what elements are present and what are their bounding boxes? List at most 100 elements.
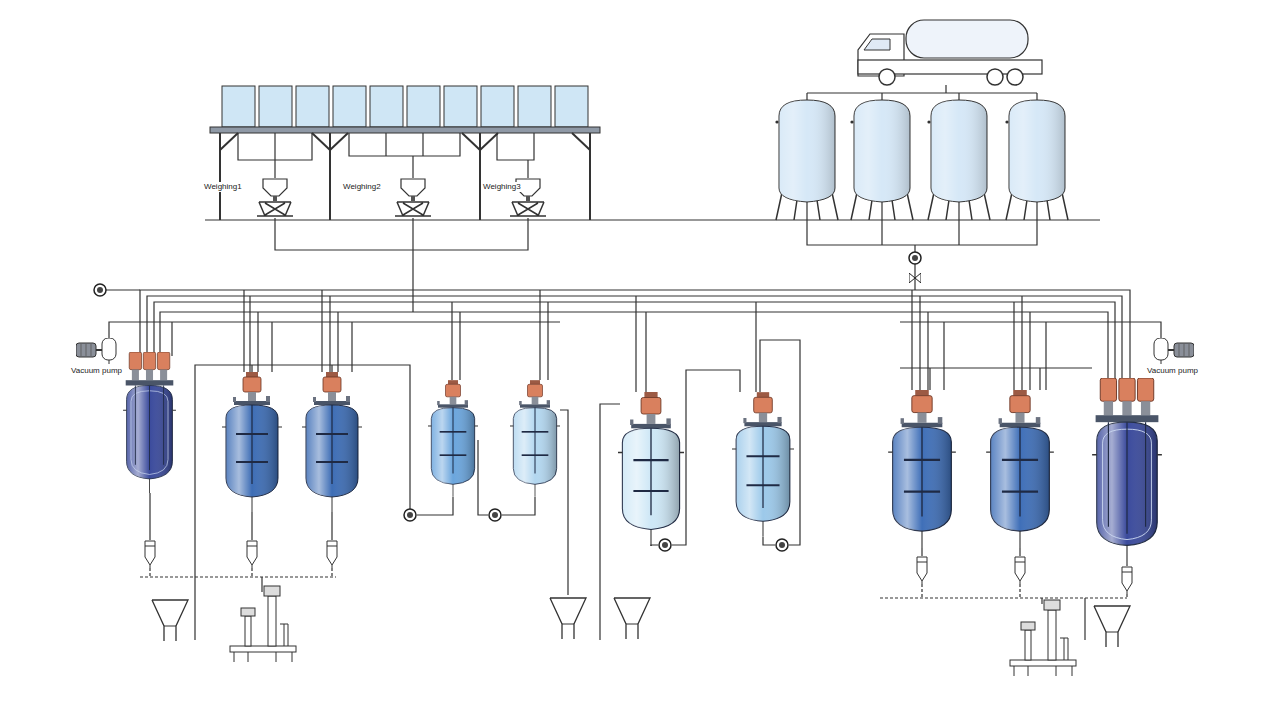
storage-tank: [927, 100, 990, 220]
equipment-label: Weighing1: [203, 182, 243, 192]
header-pipes: [1014, 296, 1030, 390]
vacuum-pump-symbol: [76, 338, 1194, 364]
storage-rack: [333, 86, 366, 127]
outlet-filter: [1122, 567, 1132, 594]
process-pipes: [195, 365, 410, 640]
tank-pipes: [807, 85, 1037, 290]
pump-symbol: [404, 509, 788, 551]
tanker-truck: [987, 69, 1003, 85]
header-pipes: [452, 302, 460, 380]
outlet-filter: [917, 557, 927, 584]
equipment-label: Weighing2: [342, 182, 382, 192]
outlet-filter: [145, 541, 155, 568]
tanker-truck: [864, 39, 890, 50]
feed-pipes: [238, 133, 312, 178]
tanker-truck: [879, 69, 895, 85]
outlet-filter: [247, 541, 257, 568]
storage-rack: [222, 86, 588, 127]
tanker-truck: [906, 20, 1028, 58]
filling-machine: [230, 586, 1076, 676]
storage-rack: [370, 86, 403, 127]
storage-rack: [444, 86, 477, 127]
process-pipes: [560, 410, 568, 595]
feed-pipes: [349, 133, 460, 178]
floor-line: [205, 219, 1100, 220]
discharge-line: [880, 584, 1127, 598]
storage-rack: [259, 86, 292, 127]
outlet-pipes: [150, 493, 1127, 566]
storage-rack: [481, 86, 514, 127]
pump-symbol: [659, 539, 671, 551]
equipment-label: Vacuum pump: [1146, 366, 1199, 376]
header-pipes: [636, 296, 646, 392]
storage-tank: [775, 100, 1068, 220]
storage-rack: [296, 86, 329, 127]
product-hopper: [550, 598, 586, 639]
outlet-filter: [1015, 557, 1025, 584]
tank-pipes: [807, 85, 1037, 100]
outlet-pipes: [150, 493, 332, 540]
reactor-vessel: [428, 380, 478, 497]
feed-pipes: [497, 133, 534, 178]
reactor-vessel: [222, 372, 282, 512]
tank-pipes: [807, 202, 1037, 290]
storage-rack: [210, 86, 600, 220]
process-pipes: [900, 368, 1092, 390]
product-hopper: [1094, 606, 1130, 647]
pump-symbol: [404, 509, 416, 521]
reactor-vessel: [618, 392, 684, 546]
process-pipes: [1084, 598, 1085, 640]
discharge-line: [140, 568, 336, 577]
pump-symbol: [489, 509, 501, 521]
storage-rack: [222, 86, 255, 127]
vacuum-pump-symbol: [1154, 338, 1194, 360]
reactor-vessel: [123, 352, 176, 493]
header-pipes: [244, 290, 258, 372]
tanker-truck: [1007, 69, 1023, 85]
storage-rack: [555, 86, 588, 127]
transfer-pump: [909, 252, 921, 264]
product-hopper: [152, 598, 1130, 647]
discharge-line: [140, 568, 1127, 598]
storage-rack: [210, 127, 600, 133]
filling-machine: [1010, 600, 1076, 676]
header-pipes: [322, 290, 338, 372]
vacuum-pump-symbol: [109, 360, 1161, 364]
header-pipes: [106, 290, 1161, 392]
header-pump: [94, 284, 106, 296]
weighing-scale: [395, 179, 431, 216]
weighing-scale: [257, 179, 293, 216]
product-hopper: [152, 600, 188, 641]
reactor-vessel: [1092, 378, 1162, 564]
process-pipes: [195, 340, 1092, 640]
reactor-vessel: [302, 372, 362, 512]
process-pipes: [1041, 598, 1042, 604]
vacuum-pump-symbol: [1154, 338, 1194, 360]
header-pipes: [540, 290, 548, 380]
reactor-vessel: [510, 380, 560, 497]
header-pipes: [140, 290, 1130, 380]
valve-symbol: [909, 273, 921, 283]
header-pipes: [912, 290, 928, 390]
process-pipes: [261, 577, 262, 592]
storage-rack: [220, 133, 590, 220]
tanker-truck: [858, 20, 1042, 85]
header-pipes: [106, 289, 140, 290]
filling-machine: [230, 586, 296, 662]
storage-tank: [850, 100, 913, 220]
equipment-label: Vacuum pump: [70, 366, 123, 376]
reactor-vessel: [732, 392, 794, 537]
reactor-vessel: [123, 352, 1162, 564]
feed-pipes: [275, 218, 528, 312]
reactor-vessel: [888, 390, 956, 548]
storage-rack: [518, 86, 551, 127]
vacuum-pump-symbol: [76, 338, 116, 360]
outlet-filter: [327, 541, 337, 568]
equipment-label: Weighing3: [482, 182, 522, 192]
storage-rack: [407, 86, 440, 127]
header-pipes: [755, 302, 756, 392]
product-hopper: [614, 598, 650, 639]
storage-tank: [775, 100, 838, 220]
